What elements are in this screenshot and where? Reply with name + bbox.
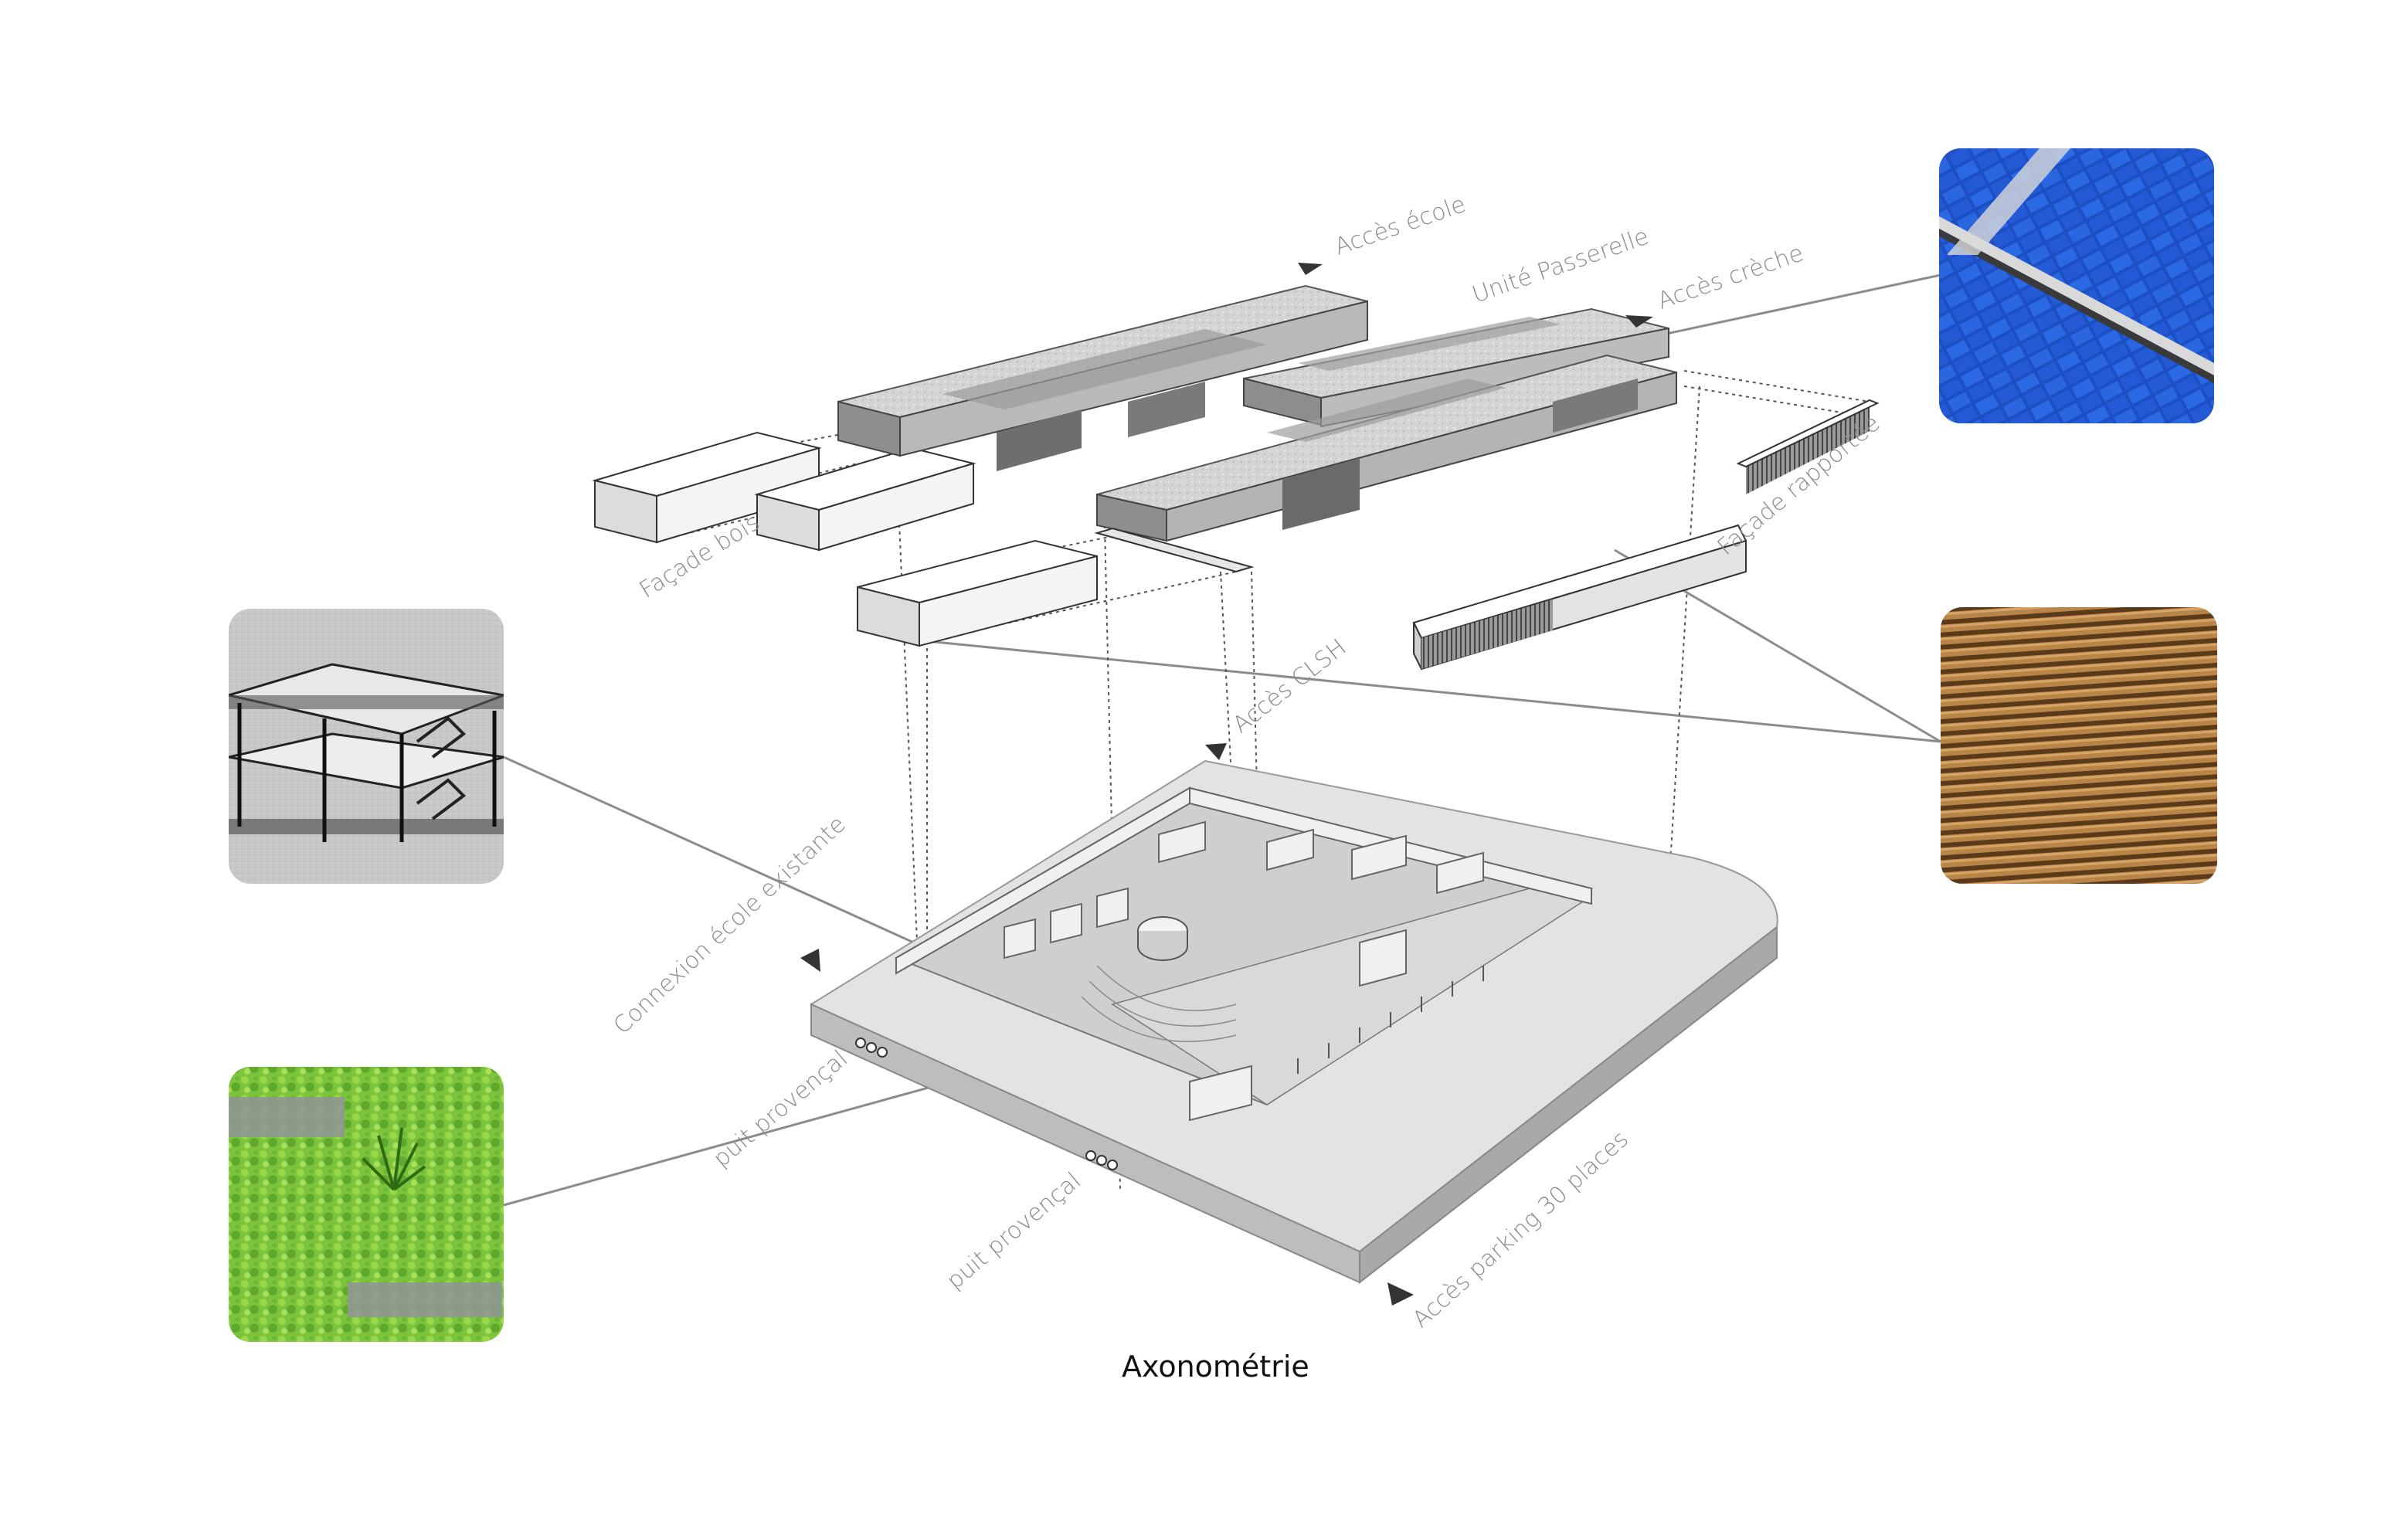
label-puit-provencal-1: puit provençal <box>708 1045 853 1173</box>
arrow-acces-creche <box>1625 315 1653 328</box>
label-facade-rapportee: Façade rapportée <box>1713 409 1886 561</box>
upper-volumes <box>592 284 1880 671</box>
solar-panel-thumbnail <box>1939 148 2214 423</box>
arrow-acces-ecole <box>1298 263 1323 275</box>
structure-sketch-thumbnail <box>229 609 504 884</box>
label-acces-ecole: Accès école <box>1331 191 1469 261</box>
label-unite-passerelle: Unité Passerelle <box>1469 223 1652 309</box>
diagram-title: Axonométrie <box>1122 1350 1309 1384</box>
arrow-markers <box>800 263 1653 1306</box>
building-strip-3 <box>1096 354 1677 542</box>
label-puit-provencal-2: puit provençal <box>942 1167 1086 1295</box>
arrow-connexion <box>800 949 820 972</box>
label-acces-clsh: Accès CLSH <box>1228 633 1351 739</box>
arrow-acces-clsh <box>1205 743 1227 760</box>
label-acces-creche: Accès crèche <box>1654 239 1807 314</box>
green-roof-thumbnail <box>229 1067 504 1342</box>
facade-bois-box-1 <box>592 431 822 544</box>
building-strip-1 <box>837 284 1368 471</box>
wood-slat-thumbnail <box>1941 607 2217 884</box>
facade-box-3 <box>857 539 1098 647</box>
floor-plate <box>1094 527 1255 573</box>
facade-rapportee-panel <box>1412 399 1880 671</box>
facade-bois-box-2 <box>754 447 976 552</box>
ground-floor-base <box>809 759 1778 1285</box>
arrow-parking <box>1387 1282 1414 1306</box>
